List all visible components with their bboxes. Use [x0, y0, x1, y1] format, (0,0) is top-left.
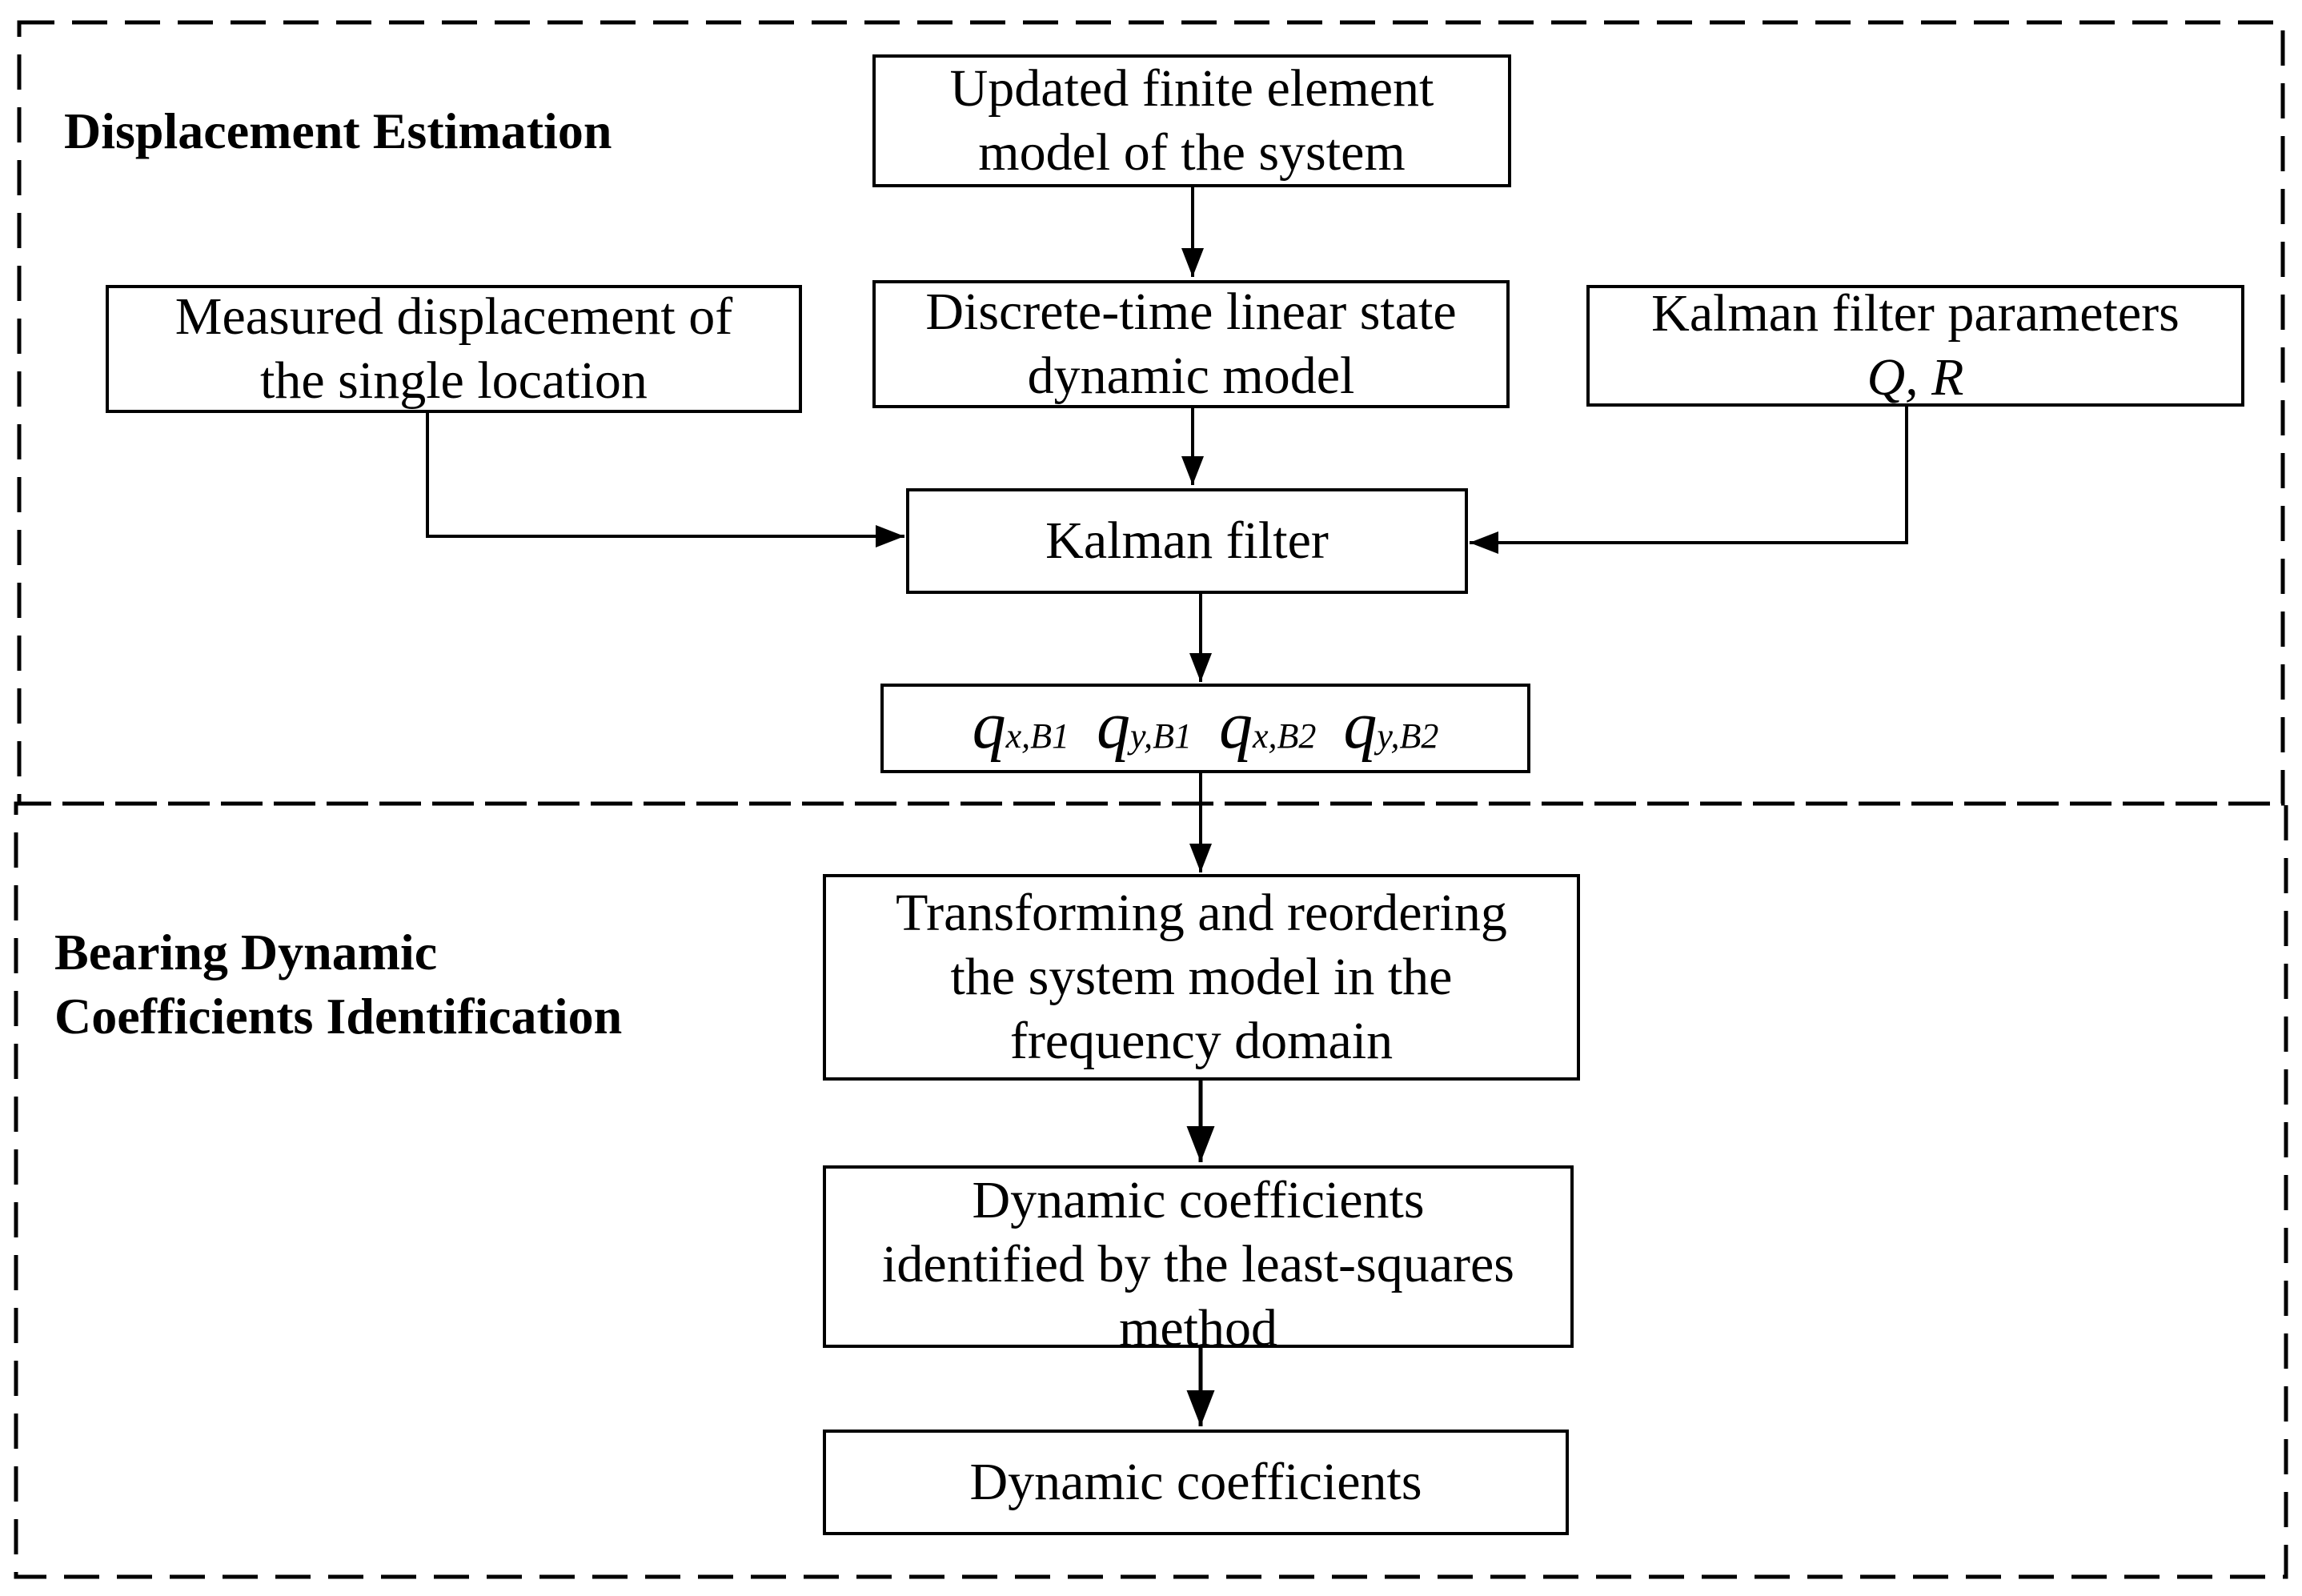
kalman-params-box: Kalman filter parameters Q, R — [1586, 284, 2244, 407]
least-squares-box: Dynamic coefficients identified by the l… — [823, 1165, 1574, 1357]
transform-model-line3: frequency domain — [1009, 1012, 1394, 1070]
fem-model-line1: Updated finite element — [949, 59, 1434, 118]
displacement-symbol-main: q — [1343, 688, 1378, 763]
state-model-line1: Discrete-time linear state — [925, 283, 1457, 341]
displacement-symbol-main: q — [1219, 688, 1253, 763]
kalman-filter-box: Kalman filter — [906, 488, 1468, 594]
coefficients-title-line2: Coefficients Identification — [54, 988, 623, 1045]
displacement-estimation-title: Displacement Estimation — [64, 102, 612, 159]
least-squares-line3: method — [1119, 1299, 1277, 1357]
fem-model-box: Updated finite element model of the syst… — [872, 54, 1511, 187]
state-model-box: Discrete-time linear state dynamic model — [872, 280, 1510, 408]
arrow-params-to-kalman — [1470, 405, 1908, 554]
least-squares-line2: identified by the least-squares — [882, 1235, 1514, 1293]
fem-model-line2: model of the system — [978, 123, 1406, 182]
coefficients-title-line1: Bearing Dynamic — [54, 924, 438, 980]
arrow-measured-to-kalman — [426, 411, 904, 547]
displacement-symbol-subscript: y,B2 — [1377, 716, 1439, 756]
displacement-symbol-main: q — [1097, 688, 1131, 763]
dynamic-coefficients-box: Dynamic coefficients — [823, 1430, 1569, 1535]
dynamic-coefficients-label: Dynamic coefficients — [969, 1453, 1422, 1511]
transform-model-box: Transforming and reordering the system m… — [823, 874, 1580, 1081]
displacement-symbol-main: q — [972, 688, 1006, 763]
kalman-params-line2: Q, R — [1867, 348, 1964, 407]
displacement-symbol-subscript: x,B2 — [1253, 716, 1317, 756]
coefficients-identification-frame — [14, 801, 2288, 1579]
displacement-symbol-subscript: x,B1 — [1005, 716, 1070, 756]
state-model-line2: dynamic model — [1027, 347, 1355, 405]
measured-displacement-box: Measured displacement of the single loca… — [106, 285, 802, 413]
displacement-symbol-subscript: y,B1 — [1130, 716, 1192, 756]
measured-displacement-line1: Measured displacement of — [174, 287, 733, 346]
coefficients-identification-title: Bearing Dynamic Coefficients Identificat… — [54, 920, 622, 1049]
kalman-params-line1: Kalman filter parameters — [1651, 284, 2180, 343]
kalman-filter-label: Kalman filter — [1045, 511, 1329, 570]
transform-model-line2: the system model in the — [950, 948, 1453, 1006]
transform-model-line1: Transforming and reordering — [896, 884, 1507, 942]
least-squares-line1: Dynamic coefficients — [972, 1171, 1425, 1229]
measured-displacement-line2: the single location — [260, 351, 648, 410]
